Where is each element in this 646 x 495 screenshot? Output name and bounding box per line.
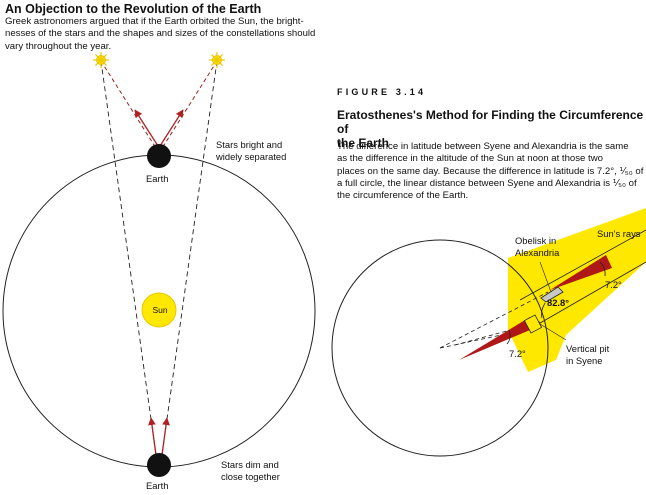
right-caption-line: places on the same day. Because the diff… <box>337 165 644 177</box>
left-caption-line: Greek astronomers argued that if the Ear… <box>5 16 304 27</box>
right-caption-line: The difference in latitude between Syene… <box>337 141 629 152</box>
pit-label: Vertical pit in Syene <box>566 343 609 366</box>
left-figure-title: An Objection to the Revolution of the Ea… <box>5 2 262 16</box>
right-figure-title: Eratosthenes's Method for Finding the Ci… <box>337 108 646 150</box>
obelisk-shape <box>540 286 564 303</box>
star-icon <box>209 52 225 68</box>
sun-label: Sun <box>152 305 168 315</box>
angle-82-label: 82.8° <box>547 297 569 308</box>
arc-bottom-7-2 <box>506 329 511 345</box>
right-figure-caption: The difference in latitude between Syene… <box>337 141 643 202</box>
stars-dim-line: close together <box>221 470 280 482</box>
right-caption-line: a full circle, the linear distance betwe… <box>337 177 637 189</box>
stars-bright-line: Stars bright and <box>216 139 283 150</box>
obelisk-label-line: Alexandria <box>515 246 560 258</box>
figure-number: FIGURE 3.14 <box>337 87 427 97</box>
arc-top-7-2 <box>599 261 606 277</box>
sun-circle <box>141 292 177 328</box>
earth-bottom-label: Earth <box>146 480 169 491</box>
top-arrow-right <box>159 109 184 147</box>
alexandria-radius <box>439 291 549 349</box>
stars-dim-line: Stars dim and <box>221 459 279 470</box>
pit-leader <box>539 323 567 341</box>
pit-label-line: in Syene <box>566 354 603 366</box>
arc-82-8 <box>541 302 546 319</box>
angle-top-label: 7.2° <box>605 279 622 290</box>
stars-bright-label: Stars bright and widely separated <box>216 139 286 162</box>
center-angle-wedge <box>459 317 530 360</box>
bottom-arrow-right <box>161 417 170 456</box>
right-title-line: the Earth <box>337 136 390 150</box>
earth-top-label: Earth <box>146 173 169 184</box>
earth-circle <box>331 239 549 457</box>
sun-ray-lower <box>527 261 646 331</box>
bottom-arrow-left <box>148 417 157 456</box>
top-arrow-left <box>134 109 159 147</box>
suns-rays-label: Sun's rays <box>597 228 641 239</box>
right-caption-line: the circumference of the Earth. <box>337 190 469 202</box>
obelisk-label: Obelisk in Alexandria <box>515 235 559 258</box>
right-caption-line: as the difference in the altitude of the… <box>337 153 603 165</box>
earth-bottom-dot <box>147 453 171 477</box>
stars-dim-label: Stars dim and close together <box>221 459 280 482</box>
obelisk-leader <box>539 261 552 293</box>
pit-label-line: Vertical pit <box>566 343 610 354</box>
sun-ray-upper <box>519 229 646 301</box>
right-title-line: Eratosthenes's Method for Finding the Ci… <box>337 108 644 136</box>
left-caption-line: vary throughout the year. <box>5 40 112 52</box>
left-caption-line: nesses of the stars and the shapes and s… <box>5 28 316 40</box>
angle-bottom-label: 7.2° <box>509 348 526 359</box>
earth-top-dot <box>147 144 171 168</box>
syene-pit <box>523 314 543 334</box>
left-figure-caption: Greek astronomers argued that if the Ear… <box>5 16 315 53</box>
obelisk-angle-wedge <box>550 255 612 290</box>
star-icon <box>93 52 109 68</box>
stars-bright-line: widely separated <box>216 150 287 162</box>
obelisk-label-line: Obelisk in <box>515 235 557 246</box>
